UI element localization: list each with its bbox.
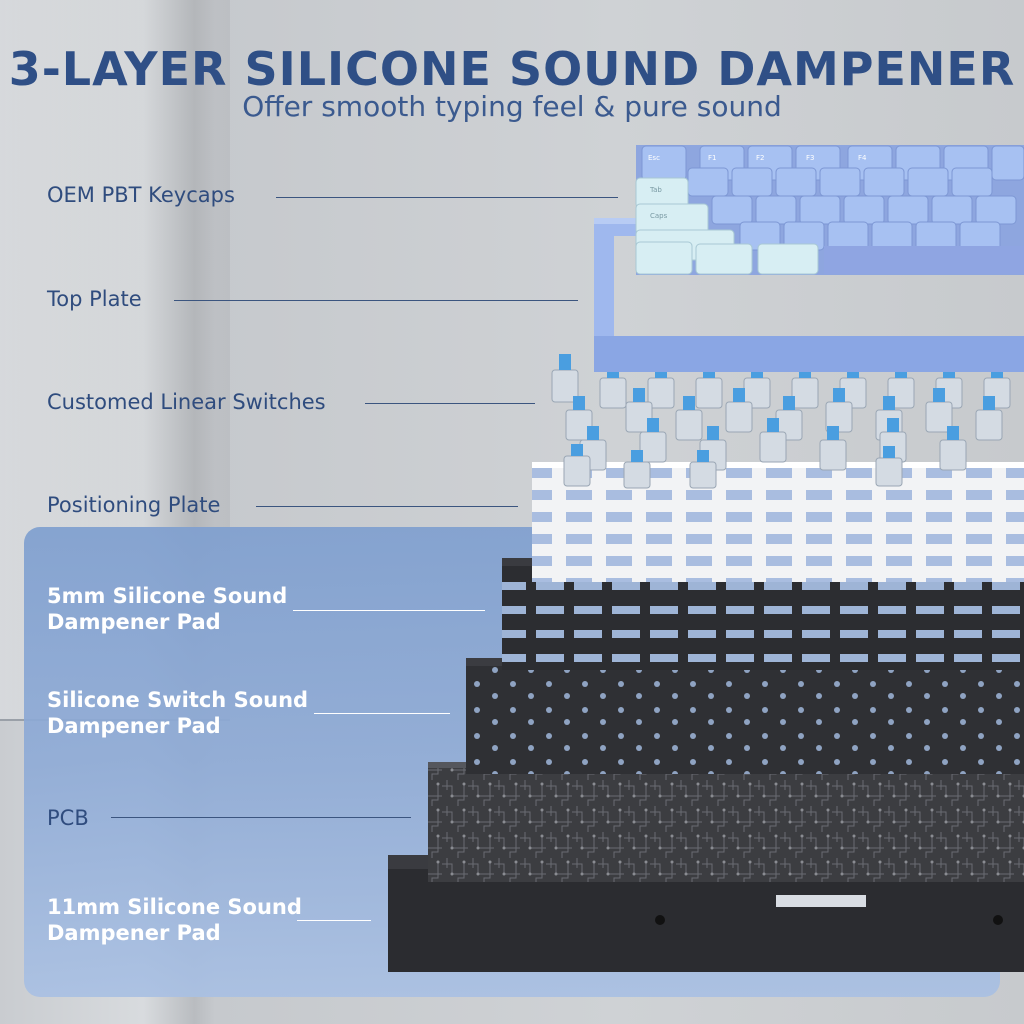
label-top-plate: Top Plate [47,287,142,311]
keycap-esc-legend: Esc [648,154,660,162]
label-base-pad-line2: Dampener Pad [47,921,221,945]
leader-line-keycaps [276,197,618,198]
keycap-tab-legend: Tab [649,186,662,194]
leader-line-base-pad [297,920,371,921]
keycaps-layer: Esc F3 F4 F1 F2 Tab Caps [635,145,1024,275]
switches-layer [551,354,1011,489]
leader-line-switch-pad [314,713,450,714]
keycap-f4-legend: F4 [858,154,867,162]
label-switch-pad-line1: Silicone Switch Sound [47,688,309,712]
label-positioning-plate: Positioning Plate [47,493,221,517]
label-switches: Customed Linear Switches [47,390,326,414]
keycap-caps-legend: Caps [650,212,668,220]
label-pcb: PCB [47,806,89,830]
page-subtitle: Offer smooth typing feel & pure sound [242,90,782,123]
pcb-layer [428,762,1024,882]
label-base-pad-line1: 11mm Silicone Sound [47,895,302,919]
label-keycaps: OEM PBT Keycaps [47,183,235,207]
leader-line-positioning-plate [256,506,518,507]
keycap-f2-legend: F2 [756,154,764,162]
switch-pad-layer [466,658,1024,774]
label-switch-pad-line2: Dampener Pad [47,714,221,738]
leader-line-pcb [111,817,411,818]
label-five-mm-pad-line2: Dampener Pad [47,610,221,634]
keycap-f1-legend: F1 [708,154,716,162]
label-switch-pad: Silicone Switch Sound Dampener Pad [47,687,308,739]
leader-line-switches [365,403,535,404]
keycap-f3-legend: F3 [806,154,814,162]
label-five-mm-pad-line1: 5mm Silicone Sound [47,584,288,608]
positioning-plate-layer [532,462,1024,582]
leader-line-five-mm-pad [293,610,485,611]
leader-line-top-plate [174,300,578,301]
label-five-mm-pad: 5mm Silicone Sound Dampener Pad [47,583,287,635]
page-title: 3-LAYER SILICONE SOUND DAMPENER [8,42,1016,96]
label-base-pad: 11mm Silicone Sound Dampener Pad [47,894,302,946]
